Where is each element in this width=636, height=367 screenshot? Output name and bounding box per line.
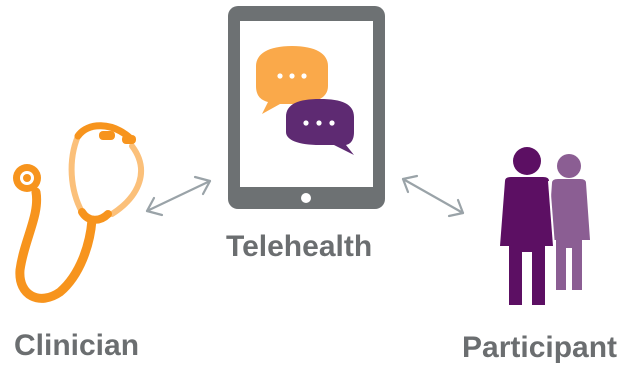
- chat-bubbles-icon: [256, 46, 354, 155]
- telehealth-label: Telehealth: [226, 230, 373, 263]
- participant-label: Participant: [462, 331, 618, 364]
- clinician-label: Clinician: [14, 329, 140, 362]
- stethoscope-icon: [13, 122, 144, 303]
- double-arrow-icon: [145, 175, 212, 217]
- people-icon: [500, 147, 590, 305]
- double-arrow-icon: [401, 174, 465, 218]
